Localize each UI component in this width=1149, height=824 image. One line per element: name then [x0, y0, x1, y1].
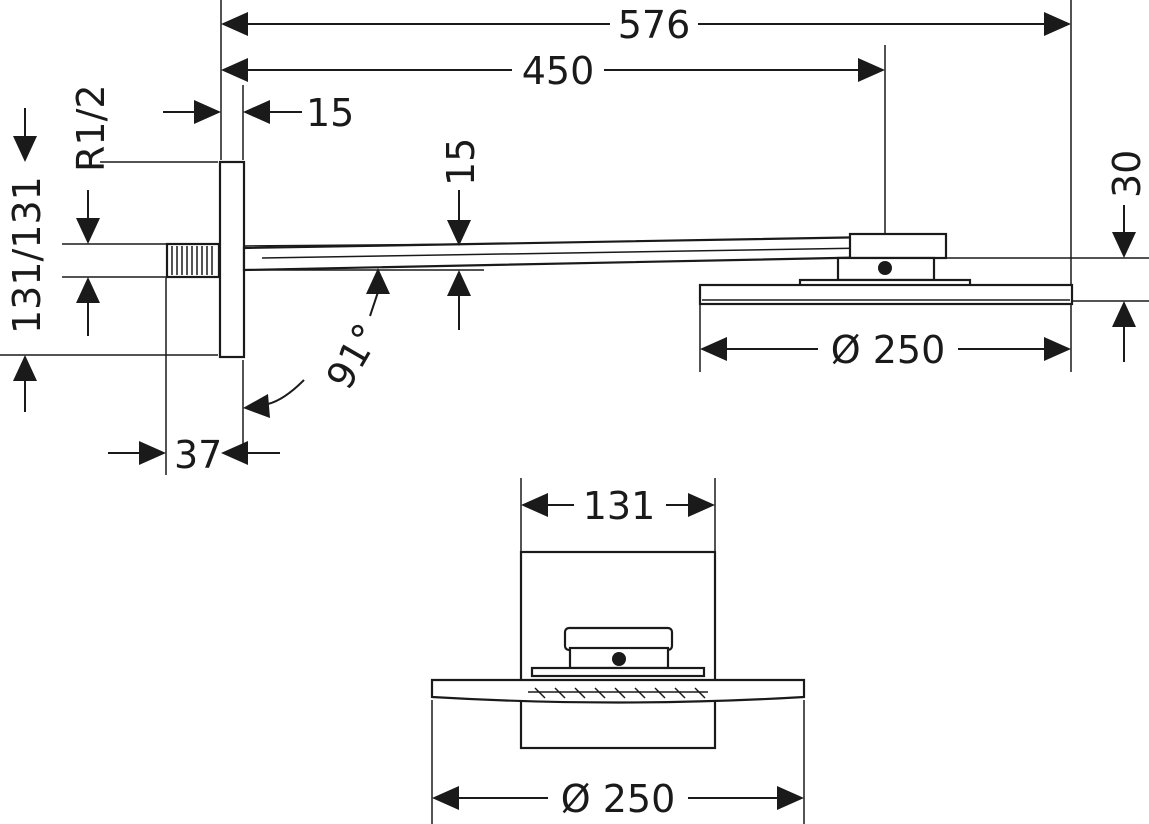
dim-label-thread: R1/2: [69, 84, 113, 172]
dim-label-37: 37: [174, 433, 222, 477]
nozzle-pattern: [528, 687, 708, 699]
dimension-576: 576: [221, 3, 1071, 47]
side-view: 576 450 15 R1/2 131/131: [0, 0, 1149, 477]
arm-centerline: [261, 246, 931, 259]
head-mount-base-front: [530, 666, 706, 678]
dimension-thread-height: [76, 190, 100, 336]
dim-label-15-arm: 15: [439, 138, 483, 186]
dimension-37: 37: [108, 433, 280, 477]
wall-plate: [218, 160, 246, 359]
dim-label-131-front: 131: [583, 484, 656, 528]
dimension-diameter-side: Ø 250: [700, 328, 1071, 372]
joint-screw-front: [612, 652, 626, 666]
dim-label-diameter-side: Ø 250: [831, 328, 946, 372]
dim-label-15-gap: 15: [306, 91, 354, 135]
dimension-131-131: 131/131: [5, 108, 49, 412]
dim-label-576: 576: [618, 3, 691, 47]
dimension-30: 30: [1105, 150, 1149, 362]
arm-ref-line-top: [243, 243, 485, 247]
dimension-15-arm: 15: [439, 138, 483, 330]
dim-label-diameter-front: Ø 250: [561, 777, 676, 821]
dimension-diameter-front: Ø 250: [432, 777, 804, 821]
dimension-450: 450: [221, 49, 885, 93]
joint-screw: [878, 261, 892, 275]
dim-label-30: 30: [1105, 150, 1149, 198]
dimension-15-gap: 15: [163, 91, 354, 135]
dim-label-450: 450: [522, 49, 595, 93]
dimension-131-front: 131: [521, 484, 715, 528]
thread-hatching: [171, 246, 213, 275]
dim-label-131-131: 131/131: [5, 176, 49, 334]
thread-connector: [165, 242, 221, 279]
head-mount-front: [563, 626, 674, 652]
dimension-angle: 91°: [243, 268, 390, 418]
dim-label-angle: 91°: [318, 316, 390, 396]
shower-head-side: [698, 283, 1074, 306]
arm-end-cap: [848, 232, 948, 260]
front-view: 131 Ø 250: [430, 478, 806, 824]
